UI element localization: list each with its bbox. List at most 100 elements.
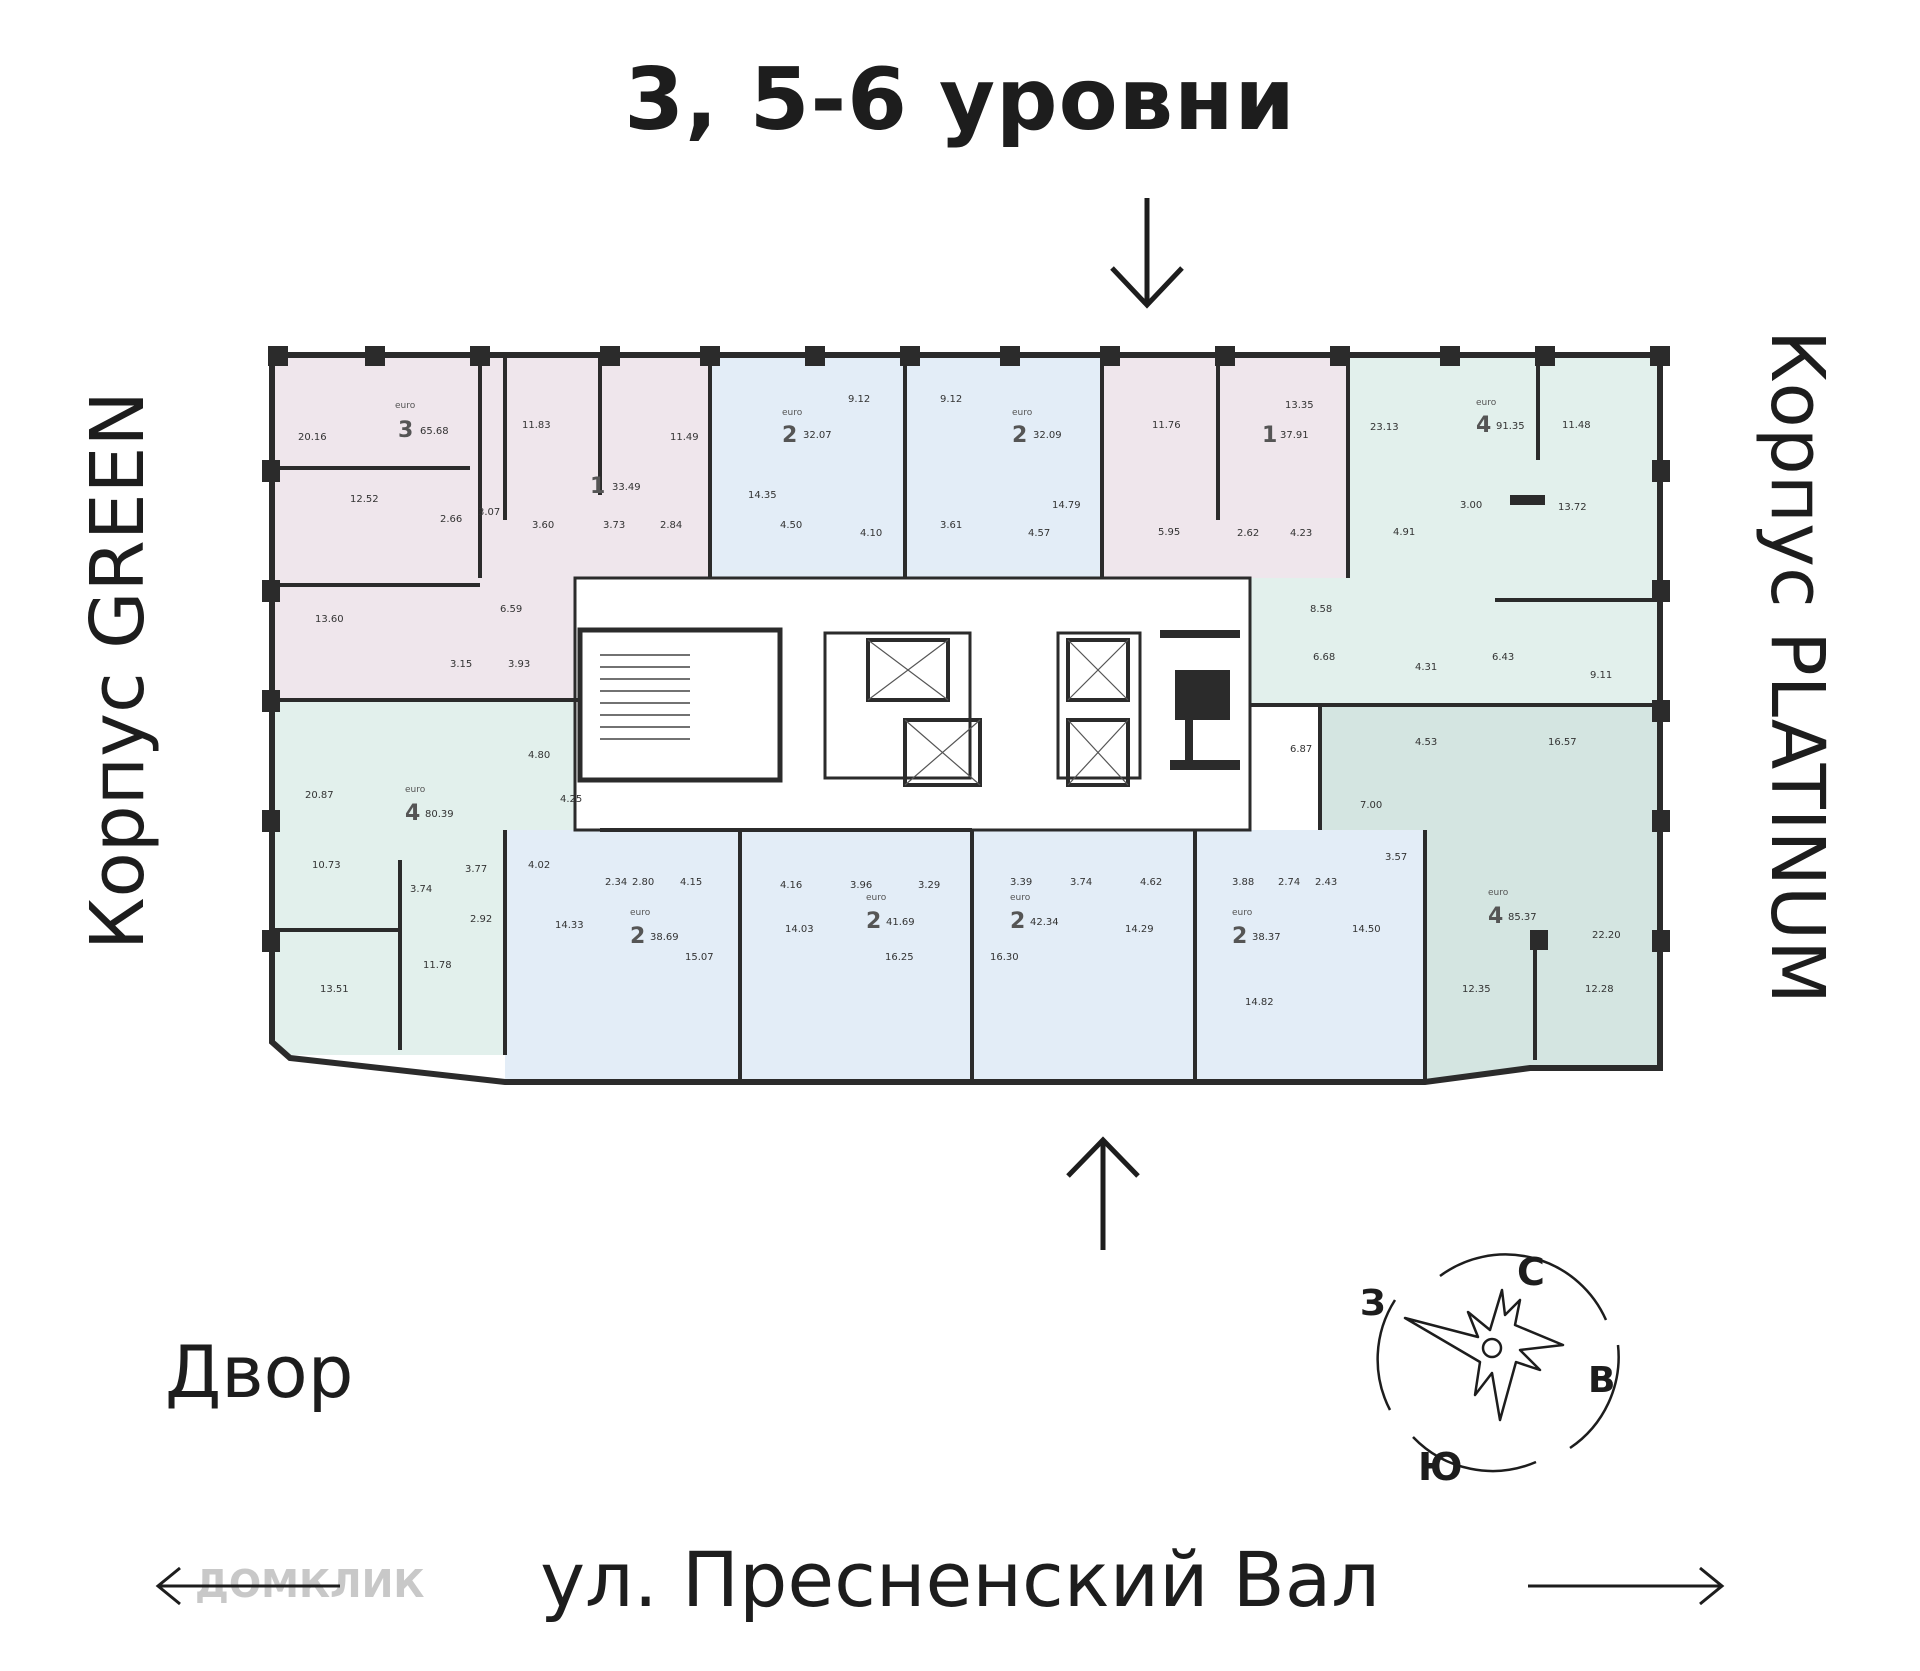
room-area: 14.03 bbox=[785, 924, 814, 935]
apartment-label-a6[interactable]: euro 4 91.35 bbox=[1476, 398, 1525, 438]
room-area: 3.07 bbox=[478, 507, 500, 518]
apartment-label-a7[interactable]: euro 4 80.39 bbox=[405, 785, 454, 826]
svg-text:80.39: 80.39 bbox=[425, 809, 454, 820]
svg-text:1: 1 bbox=[1262, 423, 1277, 448]
room-area: 3.29 bbox=[918, 880, 940, 891]
room-area: 10.73 bbox=[312, 860, 341, 871]
room-area: 22.20 bbox=[1592, 930, 1621, 941]
svg-text:38.37: 38.37 bbox=[1252, 932, 1281, 943]
elevator-crosses bbox=[867, 639, 1129, 786]
apartment-a1-zone[interactable] bbox=[272, 358, 580, 700]
apartment-label-a5[interactable]: 1 37.91 bbox=[1262, 423, 1309, 448]
apartment-label-a2[interactable]: 1 33.49 bbox=[590, 474, 641, 499]
svg-text:euro: euro bbox=[1476, 398, 1497, 408]
room-area: 11.83 bbox=[522, 420, 551, 431]
svg-text:4: 4 bbox=[1488, 904, 1503, 929]
apartment-a5-zone[interactable] bbox=[1102, 358, 1348, 578]
svg-text:euro: euro bbox=[1012, 408, 1033, 418]
svg-text:2: 2 bbox=[1010, 909, 1025, 934]
room-area: 3.74 bbox=[1070, 877, 1092, 888]
room-area: 13.51 bbox=[320, 984, 349, 995]
apartment-a6-zone[interactable] bbox=[1250, 358, 1660, 705]
svg-text:euro: euro bbox=[866, 893, 887, 903]
street-arrow-right bbox=[1528, 1566, 1725, 1606]
apartment-label-a12[interactable]: euro 4 85.37 bbox=[1488, 888, 1537, 929]
core-walls bbox=[1160, 630, 1240, 770]
apartment-label-a11[interactable]: euro 2 38.37 bbox=[1232, 908, 1281, 949]
floor-plan bbox=[262, 346, 1670, 1085]
svg-text:85.37: 85.37 bbox=[1508, 912, 1537, 923]
outer-columns bbox=[262, 346, 1670, 952]
room-area: 11.76 bbox=[1152, 420, 1181, 431]
svg-text:euro: euro bbox=[1010, 893, 1031, 903]
compass-north: С bbox=[1517, 1250, 1545, 1294]
svg-text:4: 4 bbox=[405, 801, 420, 826]
room-area: 23.13 bbox=[1370, 422, 1399, 433]
street-arrow-left bbox=[155, 1566, 340, 1606]
svg-text:euro: euro bbox=[630, 908, 651, 918]
apartment-label-a4[interactable]: euro 2 32.09 bbox=[1012, 408, 1062, 448]
svg-text:32.07: 32.07 bbox=[803, 430, 832, 441]
room-area-labels: 20.16 11.83 11.49 9.12 9.12 11.76 13.35 … bbox=[298, 394, 1621, 1008]
room-area: 2.66 bbox=[440, 514, 462, 525]
room-area: 14.33 bbox=[555, 920, 584, 931]
room-area: 5.95 bbox=[1158, 527, 1180, 538]
room-area: 3.60 bbox=[532, 520, 554, 531]
svg-text:euro: euro bbox=[405, 785, 426, 795]
room-area: 2.74 bbox=[1278, 877, 1300, 888]
room-area: 4.50 bbox=[780, 520, 802, 531]
watermark: ДОМКЛИК bbox=[195, 1562, 425, 1606]
stairs bbox=[600, 654, 690, 740]
room-area: 14.82 bbox=[1245, 997, 1274, 1008]
apartment-labels: euro 3 65.68 1 33.49 euro 2 32.07 euro 2… bbox=[395, 398, 1537, 949]
room-area: 16.30 bbox=[990, 952, 1019, 963]
svg-text:65.68: 65.68 bbox=[420, 426, 449, 437]
apartment-a8-zone[interactable] bbox=[505, 830, 740, 1080]
room-area: 12.28 bbox=[1585, 984, 1614, 995]
room-area: 6.87 bbox=[1290, 744, 1312, 755]
apartment-label-a10[interactable]: euro 2 42.34 bbox=[1010, 893, 1059, 934]
apartment-a10-zone[interactable] bbox=[972, 830, 1195, 1080]
apartment-a11-zone[interactable] bbox=[1195, 830, 1425, 1080]
compass-west: З bbox=[1360, 1283, 1386, 1324]
room-area: 3.57 bbox=[1385, 852, 1407, 863]
apartment-label-a8[interactable]: euro 2 38.69 bbox=[630, 908, 679, 949]
room-area: 11.49 bbox=[670, 432, 699, 443]
apartment-a2-zone[interactable] bbox=[480, 358, 710, 578]
apartment-a9-zone[interactable] bbox=[740, 830, 972, 1080]
yard-label: Двор bbox=[165, 1330, 354, 1414]
room-area: 6.59 bbox=[500, 604, 522, 615]
room-area: 2.62 bbox=[1237, 528, 1259, 539]
room-area: 2.84 bbox=[660, 520, 682, 531]
room-area: 14.79 bbox=[1052, 500, 1081, 511]
room-area: 4.53 bbox=[1415, 737, 1437, 748]
room-area: 14.35 bbox=[748, 490, 777, 501]
compass: С З В Ю bbox=[1360, 1250, 1620, 1489]
apartment-label-a3[interactable]: euro 2 32.07 bbox=[782, 408, 832, 448]
room-area: 16.57 bbox=[1548, 737, 1577, 748]
svg-text:2: 2 bbox=[782, 423, 797, 448]
apartment-label-a1[interactable]: euro 3 65.68 bbox=[395, 401, 449, 443]
room-area: 3.39 bbox=[1010, 877, 1032, 888]
room-area: 9.12 bbox=[848, 394, 870, 405]
svg-text:4: 4 bbox=[1476, 413, 1491, 438]
svg-text:euro: euro bbox=[782, 408, 803, 418]
room-area: 3.77 bbox=[465, 864, 487, 875]
room-area: 3.96 bbox=[850, 880, 872, 891]
room-area: 4.25 bbox=[560, 794, 582, 805]
room-area: 9.12 bbox=[940, 394, 962, 405]
apartment-a12-zone[interactable] bbox=[1250, 705, 1660, 1080]
svg-text:2: 2 bbox=[866, 909, 881, 934]
apartment-a3-zone[interactable] bbox=[710, 358, 905, 578]
room-area: 9.11 bbox=[1590, 670, 1612, 681]
room-area: 14.50 bbox=[1352, 924, 1381, 935]
svg-text:32.09: 32.09 bbox=[1033, 430, 1062, 441]
room-area: 7.00 bbox=[1360, 800, 1382, 811]
room-area: 3.00 bbox=[1460, 500, 1482, 511]
svg-text:2: 2 bbox=[1232, 924, 1247, 949]
svg-text:2: 2 bbox=[1012, 423, 1027, 448]
room-area: 11.48 bbox=[1562, 420, 1591, 431]
apartment-a4-zone[interactable] bbox=[905, 358, 1102, 578]
room-area: 13.35 bbox=[1285, 400, 1314, 411]
apartment-label-a9[interactable]: euro 2 41.69 bbox=[866, 893, 915, 934]
